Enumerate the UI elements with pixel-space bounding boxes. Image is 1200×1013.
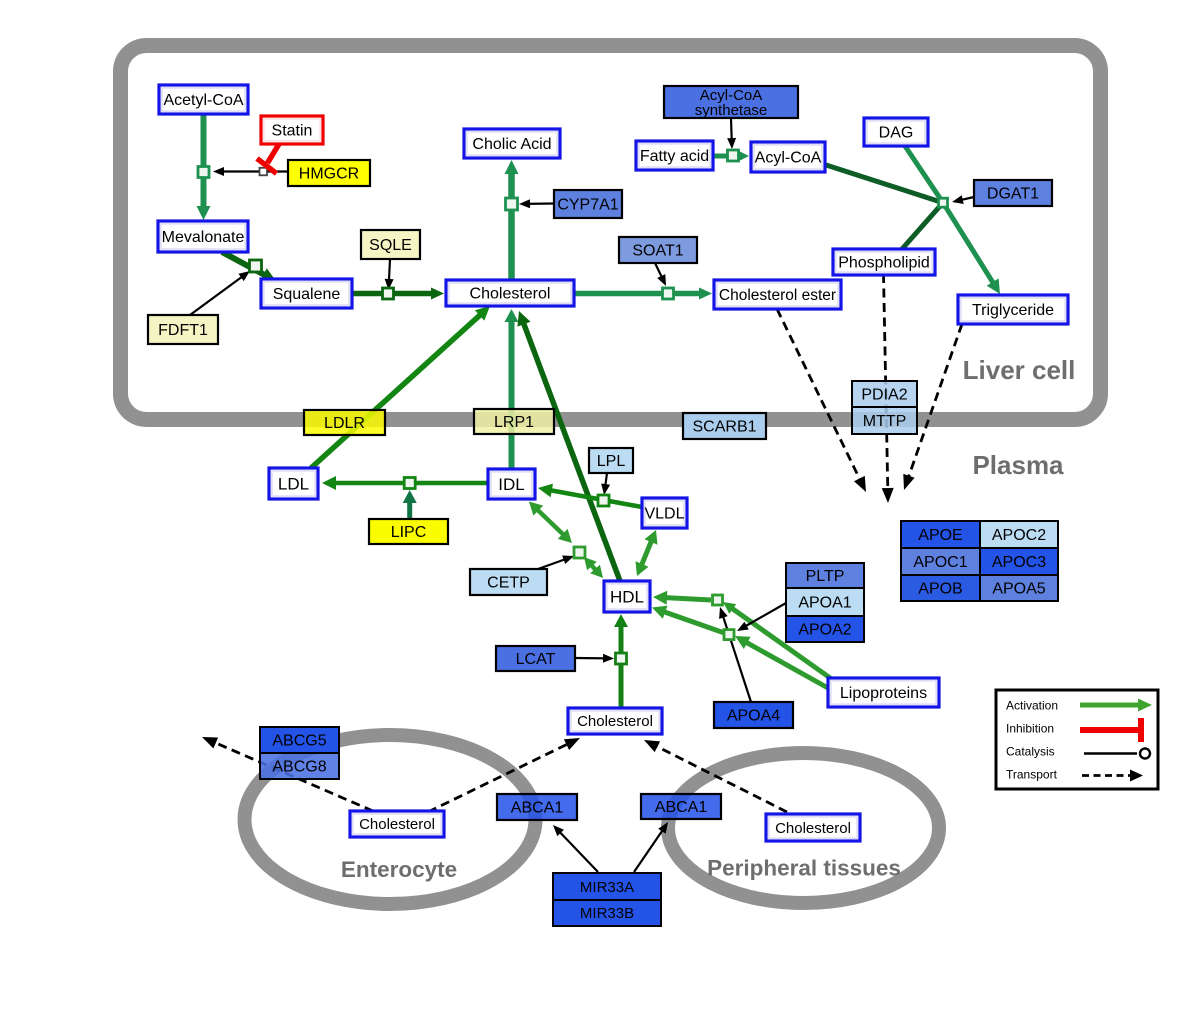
svg-text:Statin: Statin	[272, 123, 313, 140]
svg-text:APOE: APOE	[918, 527, 962, 544]
svg-text:Catalysis: Catalysis	[1006, 745, 1055, 759]
svg-text:APOC2: APOC2	[992, 527, 1046, 544]
svg-text:VLDL: VLDL	[644, 506, 684, 523]
svg-text:Peripheral tissues: Peripheral tissues	[707, 856, 901, 881]
svg-text:CETP: CETP	[487, 575, 530, 592]
svg-text:Liver cell: Liver cell	[963, 355, 1076, 385]
svg-text:Activation: Activation	[1006, 699, 1058, 713]
svg-text:ABCG8: ABCG8	[272, 759, 326, 776]
svg-text:APOB: APOB	[918, 581, 962, 598]
svg-text:Transport: Transport	[1006, 768, 1058, 782]
svg-text:ABCA1: ABCA1	[511, 800, 564, 817]
svg-text:Mevalonate: Mevalonate	[162, 229, 245, 246]
svg-text:SOAT1: SOAT1	[632, 243, 683, 260]
svg-text:ABCA1: ABCA1	[655, 799, 708, 816]
svg-text:APOA1: APOA1	[798, 595, 851, 612]
svg-text:LRP1: LRP1	[494, 414, 534, 431]
svg-text:Cholesterol: Cholesterol	[359, 816, 435, 833]
svg-text:DAG: DAG	[879, 125, 914, 142]
svg-text:Inhibition: Inhibition	[1006, 722, 1054, 736]
svg-text:Cholesterol: Cholesterol	[775, 820, 851, 837]
svg-text:Cholic Acid: Cholic Acid	[472, 136, 551, 153]
svg-text:APOA2: APOA2	[798, 622, 851, 639]
svg-text:IDL: IDL	[498, 475, 524, 494]
svg-text:HMGCR: HMGCR	[299, 166, 359, 183]
svg-text:Cholesterol: Cholesterol	[577, 713, 653, 730]
svg-text:CYP7A1: CYP7A1	[557, 197, 618, 214]
svg-text:Cholesterol: Cholesterol	[470, 286, 551, 303]
svg-text:SCARB1: SCARB1	[692, 419, 756, 436]
svg-text:SQLE: SQLE	[369, 237, 412, 254]
svg-text:synthetase: synthetase	[695, 102, 768, 119]
svg-text:LDL: LDL	[278, 474, 309, 493]
svg-text:Fatty acid: Fatty acid	[640, 148, 709, 165]
svg-text:APOC3: APOC3	[992, 554, 1046, 571]
svg-text:ABCG5: ABCG5	[272, 733, 326, 750]
svg-text:LDLR: LDLR	[324, 415, 365, 432]
svg-text:Plasma: Plasma	[972, 450, 1064, 480]
svg-text:LPL: LPL	[597, 453, 626, 470]
svg-text:Acyl-CoA: Acyl-CoA	[755, 150, 822, 167]
svg-text:Triglyceride: Triglyceride	[972, 302, 1054, 319]
svg-text:Cholesterol ester: Cholesterol ester	[719, 287, 836, 304]
svg-text:APOA4: APOA4	[727, 708, 780, 725]
svg-text:Lipoproteins: Lipoproteins	[840, 685, 927, 702]
svg-text:Enterocyte: Enterocyte	[341, 857, 457, 882]
svg-text:PLTP: PLTP	[806, 568, 845, 585]
svg-text:Acetyl-CoA: Acetyl-CoA	[163, 92, 243, 109]
svg-text:MIR33A: MIR33A	[580, 879, 634, 896]
svg-text:LCAT: LCAT	[516, 651, 556, 668]
svg-text:Acyl-CoA: Acyl-CoA	[700, 87, 763, 104]
svg-text:APOC1: APOC1	[913, 554, 967, 571]
svg-text:PDIA2: PDIA2	[861, 387, 907, 404]
svg-text:FDFT1: FDFT1	[158, 322, 208, 339]
svg-text:LIPC: LIPC	[391, 524, 427, 541]
svg-text:MIR33B: MIR33B	[580, 905, 634, 922]
svg-text:APOA5: APOA5	[992, 581, 1045, 598]
svg-text:DGAT1: DGAT1	[987, 186, 1039, 203]
svg-text:Squalene: Squalene	[273, 286, 341, 303]
svg-text:HDL: HDL	[610, 588, 644, 607]
svg-text:Phospholipid: Phospholipid	[838, 255, 930, 272]
svg-text:MTTP: MTTP	[863, 413, 907, 430]
